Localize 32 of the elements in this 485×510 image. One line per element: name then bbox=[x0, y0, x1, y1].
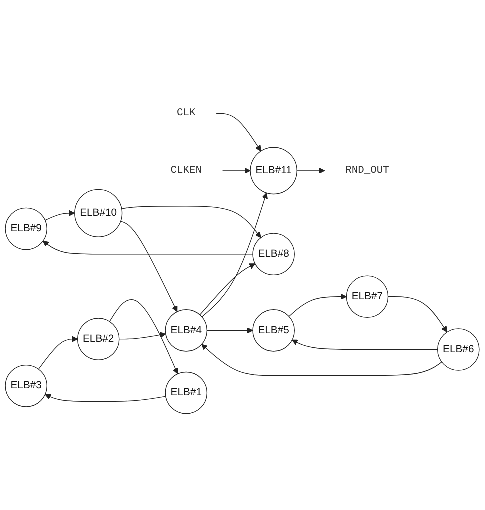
node-text: CLKEN bbox=[170, 164, 202, 177]
arrow bbox=[42, 241, 254, 256]
node-circle: ELB#3 bbox=[5, 365, 48, 408]
arrow bbox=[206, 328, 254, 334]
arrow bbox=[222, 168, 251, 174]
node-circle: ELB#1 bbox=[165, 372, 208, 414]
node-circle: ELB#9 bbox=[5, 208, 48, 250]
arrow bbox=[45, 394, 166, 402]
node-circle: ELB#7 bbox=[346, 276, 389, 318]
arrow bbox=[44, 210, 76, 222]
node-circle: ELB#6 bbox=[437, 328, 480, 372]
node-circle: ELB#2 bbox=[77, 318, 120, 361]
arrow bbox=[122, 206, 262, 238]
arrow bbox=[109, 300, 178, 375]
node-text: CLK bbox=[177, 108, 196, 120]
arrow bbox=[200, 264, 256, 316]
arrow bbox=[202, 193, 268, 318]
arrow bbox=[120, 221, 178, 312]
arrow bbox=[38, 336, 78, 370]
node-text: RND_OUT bbox=[346, 164, 390, 177]
node-circle: ELB#10 bbox=[74, 190, 123, 238]
arrow bbox=[202, 344, 442, 376]
node-circle: ELB#11 bbox=[250, 148, 298, 195]
arrow bbox=[292, 340, 438, 350]
arrow bbox=[296, 168, 326, 174]
node-circle: ELB#5 bbox=[252, 310, 295, 352]
arrow bbox=[119, 332, 166, 340]
arrow bbox=[388, 296, 448, 333]
node-circle: ELB#4 bbox=[165, 310, 208, 352]
arrow bbox=[288, 294, 347, 318]
arrow bbox=[216, 114, 262, 152]
node-circle: ELB#8 bbox=[252, 234, 295, 276]
